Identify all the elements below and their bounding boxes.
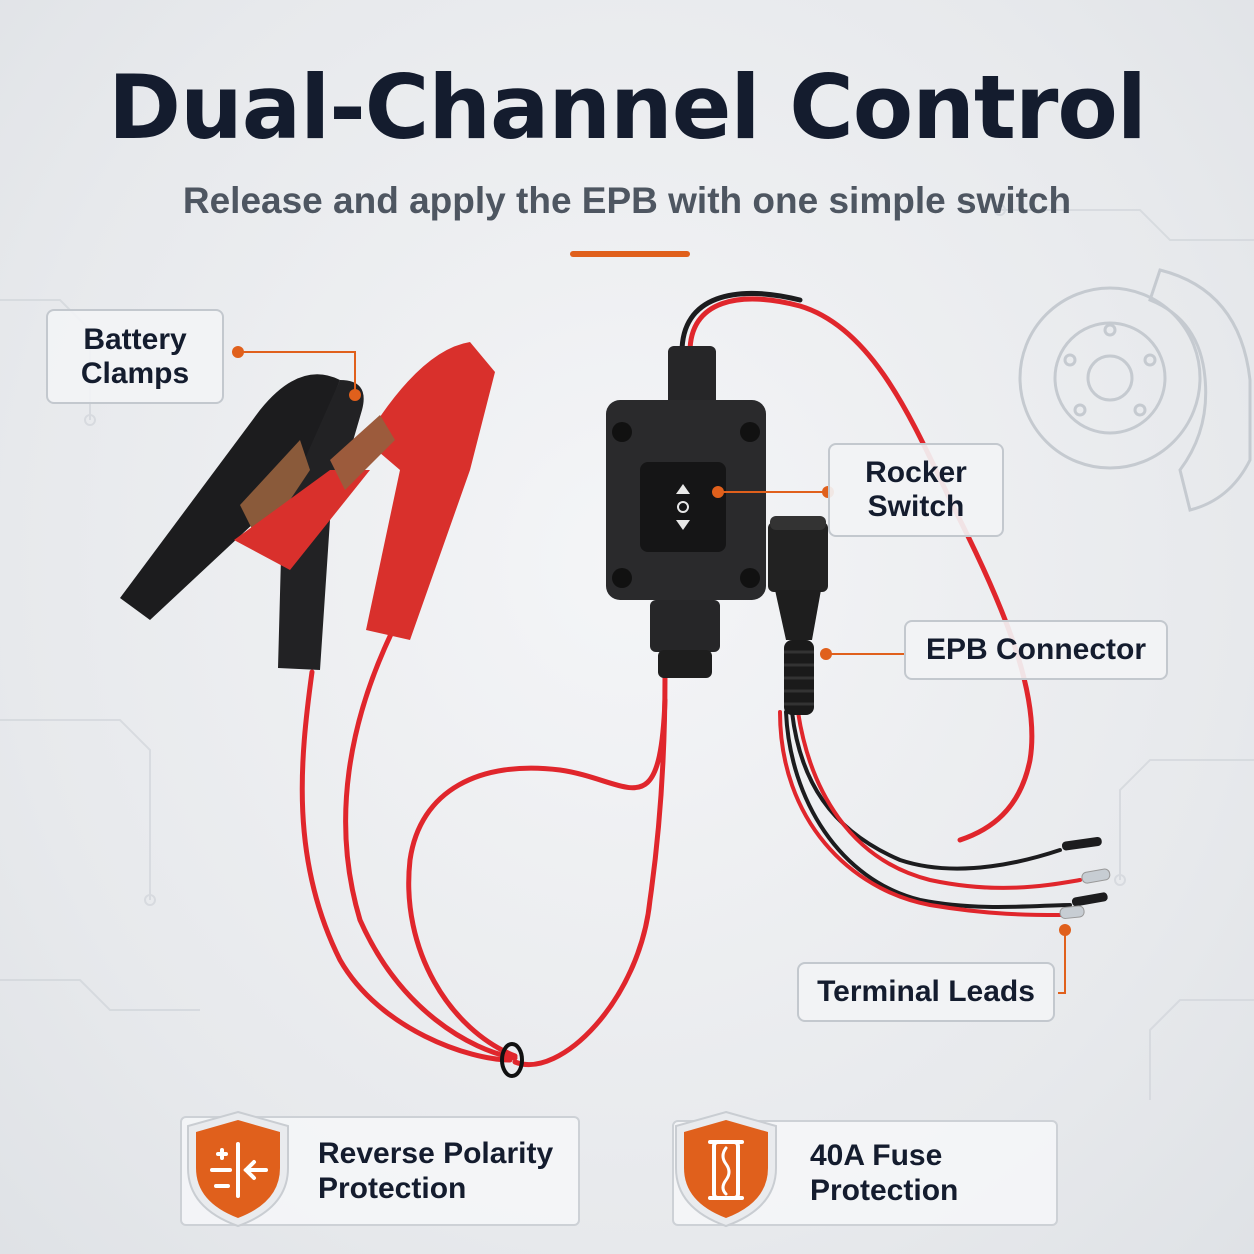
terminal-leads (778, 710, 1111, 919)
feature-40a-fuse-line1: 40A Fuse (810, 1139, 943, 1172)
callout-terminal-leads-label: Terminal Leads (817, 975, 1035, 1008)
page-subtitle: Release and apply the EPB with one simpl… (182, 180, 1072, 221)
rocker-switch-icon (676, 484, 690, 530)
callout-epb-connector: EPB Connector (904, 620, 1168, 680)
fuse-icon (675, 1110, 777, 1228)
switch-box (606, 346, 766, 678)
wire-tie (500, 1042, 524, 1078)
callout-epb-connector-label: EPB Connector (925, 633, 1147, 666)
red-battery-clamp (234, 342, 495, 640)
feature-reverse-polarity-line1: Reverse Polarity (318, 1137, 554, 1170)
callout-battery-clamps-line2: Clamps (80, 356, 190, 390)
callout-rocker-switch-line2: Switch (867, 490, 965, 523)
clamp-wires (299, 629, 668, 1067)
callout-rocker-switch: Rocker Switch (828, 443, 1004, 537)
callout-terminal-leads: Terminal Leads (797, 962, 1055, 1022)
circuit-background (0, 204, 1254, 1100)
callout-leaders (238, 351, 1066, 994)
feature-40a-fuse-text: 40A Fuse Protection (810, 1138, 958, 1208)
callout-battery-clamps: Battery Clamps (46, 309, 224, 404)
brake-disc-icon (1018, 268, 1252, 512)
callout-leader-dots (232, 346, 1071, 936)
page-title: Dual-Channel Control (108, 56, 1147, 159)
feature-40a-fuse-line2: Protection (810, 1174, 959, 1207)
feature-reverse-polarity-line2: Protection (318, 1172, 467, 1205)
feature-reverse-polarity-text: Reverse Polarity Protection (318, 1136, 553, 1206)
title-accent-line (570, 251, 690, 257)
callout-rocker-switch-line1: Rocker (865, 456, 967, 489)
epb-connector (768, 516, 828, 715)
reverse-polarity-icon (187, 1110, 289, 1228)
callout-battery-clamps-line1: Battery (83, 322, 187, 356)
